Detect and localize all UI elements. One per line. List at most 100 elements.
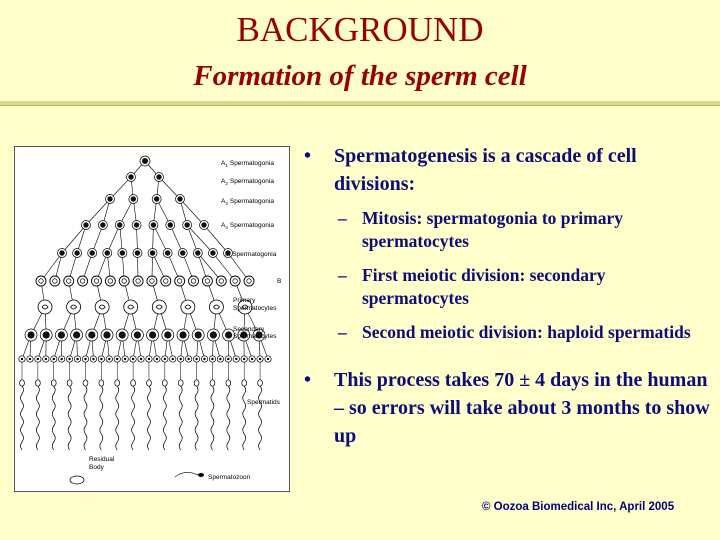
cell-nucleus [118,331,126,339]
cell-nucleus [116,357,119,361]
cell-nucleus [20,357,24,361]
cell-nucleus [104,250,110,256]
cell [209,299,224,315]
cell [151,299,167,315]
cell-chromatin [127,304,135,310]
cell-nucleus [88,331,96,339]
cell-nucleus [149,331,157,339]
cell [77,275,89,287]
bullet-spermatogenesis: • Spermatogenesis is a cascade of cell d… [304,142,714,198]
cell [104,275,116,287]
cell-nucleus [66,278,72,284]
residual-body-icon [69,475,85,485]
subbullet-first-meiotic: – First meiotic division: secondary sper… [304,264,714,310]
bullet-icon: • [304,145,312,167]
cell-nucleus [149,250,156,256]
spermatid-tail [194,385,199,451]
cell-nucleus [60,357,63,361]
cell-nucleus [266,357,270,361]
cell-nucleus [240,331,248,339]
division-line [212,252,236,282]
spermatid-head [177,379,184,387]
cell [180,299,196,315]
division-line [106,224,120,254]
cell-nucleus [190,278,197,284]
cell-nucleus [135,278,141,284]
cell-nucleus [117,222,123,228]
cell-nucleus [147,357,151,361]
cell [188,275,199,287]
cell [160,275,172,287]
cell-nucleus [167,222,173,228]
cell-nucleus [93,278,100,284]
bullet-text: This process takes 70 ± 4 days in the hu… [334,369,710,447]
cell-nucleus [76,357,79,361]
cell-nucleus [219,357,222,361]
spermatid-tail [20,385,24,451]
spermatid-head [35,379,41,387]
cell [91,275,102,287]
cell-nucleus [27,331,35,339]
cell-nucleus [232,278,238,284]
cell-nucleus [187,357,190,361]
dash-icon: – [338,265,347,285]
spermatid-tail [210,385,215,451]
spermatid-head [257,379,263,387]
cell-nucleus [74,250,80,256]
cell-nucleus [164,250,171,256]
cell-nucleus [194,331,202,339]
spermatozoon-icon [174,472,204,478]
spermatid-head [241,379,247,387]
cell-nucleus [203,357,206,361]
cell-nucleus [149,278,155,284]
spermatid-tail [36,385,40,451]
label-primary-1: Primary [233,297,256,304]
division-line [179,198,205,226]
slide-title: BACKGROUND [236,10,484,49]
cell-nucleus [107,196,113,202]
cell-nucleus [79,278,86,284]
spermatid-head [209,379,216,387]
cell [237,299,253,315]
label-primary-2: Spermatocytes [233,305,277,312]
copyright-notice: © Oozoa Biomedical Inc, April 2005 [482,501,675,513]
cell-nucleus [180,250,186,256]
cell-nucleus [84,357,87,361]
cell-chromatin [70,304,78,310]
cell-nucleus [134,250,141,256]
cell-nucleus [227,357,230,361]
cell-tree [18,155,272,451]
cell-chromatin [155,304,163,310]
label-in-spermatogonia: In Spermatogonia [225,251,277,258]
cell-nucleus [201,222,207,228]
bullet-list: • Spermatogenesis is a cascade of cell d… [304,142,714,450]
cell-nucleus [38,278,44,284]
cell-nucleus [108,357,111,361]
subbullet-text: First meiotic division: secondary sperma… [362,265,606,308]
cell-nucleus [211,357,214,361]
cell-nucleus [209,331,217,339]
label-residual-1: Residual [89,456,115,463]
cell [66,299,81,315]
spermatid-tail [99,385,104,451]
cell [35,275,47,287]
cell-nucleus [204,278,210,284]
division-line [91,224,104,254]
spermatid-tail [178,385,183,451]
label-residual-2: Body [89,464,105,471]
cell-nucleus [250,357,254,361]
dash-icon: – [338,208,347,228]
cell-nucleus [44,357,48,361]
cell-nucleus [28,357,32,361]
spermatid-head [19,379,25,387]
spermatid-head [82,379,89,387]
cell [132,275,144,287]
cell-nucleus [52,278,58,284]
cell-nucleus [130,196,137,202]
cell-nucleus [133,222,140,228]
cell-nucleus [100,222,106,228]
cell [63,275,75,287]
cell-nucleus [179,331,187,339]
